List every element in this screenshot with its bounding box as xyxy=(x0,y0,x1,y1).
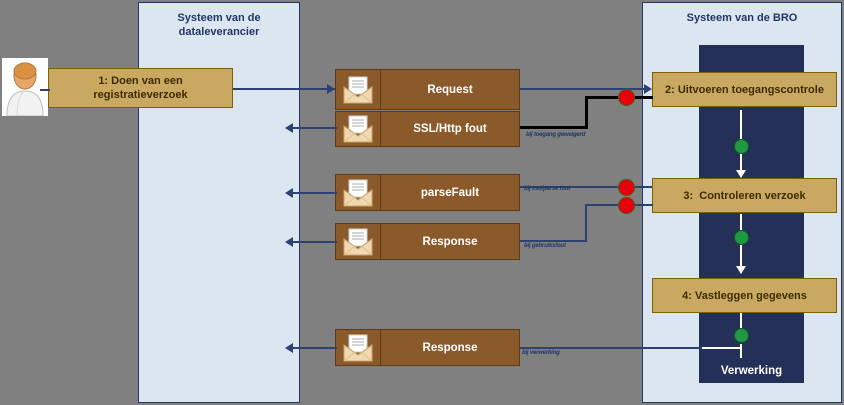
connector-response1-to-lane-arrow xyxy=(285,237,293,247)
connector-step3-to-response1-h2 xyxy=(520,240,587,242)
connector-response2-to-lane-arrow xyxy=(285,343,293,353)
verwerking-flow-line-1 xyxy=(740,110,742,155)
connector-parsefault-to-lane xyxy=(292,192,337,194)
connector-actor-to-step1 xyxy=(40,89,50,91)
annotation-toegang-geweigerd: bij toegang geweigerd xyxy=(526,132,586,138)
envelope-icon xyxy=(343,228,373,255)
annotation-gebruiksfout: bij gebruiksfout xyxy=(524,243,566,249)
verwerking-flow-arrow-1 xyxy=(736,170,746,178)
message-parsefault[interactable]: parseFault xyxy=(335,174,520,211)
verwerking-flow-arrow-2 xyxy=(736,266,746,274)
connector-response1-to-lane xyxy=(292,241,337,243)
decision-dot-parse xyxy=(618,179,635,196)
message-response-2[interactable]: Response xyxy=(335,329,520,366)
message-response-2-icon-wrap xyxy=(336,330,381,365)
flow-dot-green-1 xyxy=(734,139,749,154)
connector-ssl-to-lane xyxy=(292,127,337,129)
message-request-label: Request xyxy=(427,83,473,96)
annotation-verwerking: bij verwerking xyxy=(522,350,560,356)
process-step-1[interactable]: 1: Doen van een registratieverzoek xyxy=(48,68,233,108)
envelope-icon xyxy=(343,115,373,143)
message-ssl-http-fout[interactable]: SSL/Http fout xyxy=(335,111,520,147)
process-step-3-label: 3: Controleren verzoek xyxy=(683,189,806,202)
message-parsefault-icon-wrap xyxy=(336,175,381,210)
connector-step3-to-parsefault xyxy=(520,186,652,188)
verwerking-exit-line xyxy=(700,347,741,349)
process-step-1-label: 1: Doen van een registratieverzoek xyxy=(93,75,188,101)
flow-dot-green-2 xyxy=(734,230,749,245)
verwerking-flow-line-2 xyxy=(740,214,742,230)
connector-step3-to-response1-v xyxy=(585,204,587,241)
message-response-2-label: Response xyxy=(422,341,478,354)
connector-step1-to-request xyxy=(233,88,335,90)
decision-dot-toegang xyxy=(618,89,635,106)
lane-dataleverancier-label: Systeem van de dataleverancier xyxy=(177,12,261,38)
process-step-4-label: 4: Vastleggen gegevens xyxy=(682,289,807,302)
envelope-icon xyxy=(343,179,373,206)
connector-request-to-step2-arrow xyxy=(644,84,652,94)
connector-response2-to-lane xyxy=(292,347,337,349)
connector-step1-to-request-arrow xyxy=(327,84,335,94)
message-ssl-http-fout-icon-wrap xyxy=(336,112,381,146)
connector-request-to-step2 xyxy=(520,88,650,90)
process-step-4[interactable]: 4: Vastleggen gegevens xyxy=(652,278,837,313)
verwerking-flow-line-1b xyxy=(740,155,742,171)
message-request[interactable]: Request xyxy=(335,69,520,110)
process-step-2[interactable]: 2: Uitvoeren toegangscontrole xyxy=(652,72,837,107)
actor xyxy=(2,58,48,116)
verwerking-flow-line-2b xyxy=(740,245,742,267)
verwerking-flow-line-3 xyxy=(740,312,742,328)
message-response-1-icon-wrap xyxy=(336,224,381,259)
message-request-icon-wrap xyxy=(336,70,381,109)
message-ssl-http-fout-label: SSL/Http fout xyxy=(413,123,487,135)
process-step-2-label: 2: Uitvoeren toegangscontrole xyxy=(665,83,824,96)
verwerking-flow-line-3b xyxy=(740,344,742,358)
decision-dot-gebruik xyxy=(618,197,635,214)
lane-dataleverancier: Systeem van de dataleverancier xyxy=(138,2,300,403)
envelope-icon xyxy=(343,76,373,103)
envelope-icon xyxy=(343,334,373,361)
message-parsefault-label: parseFault xyxy=(420,186,480,199)
connector-ssl-to-lane-arrow xyxy=(285,123,293,133)
connector-step2-branch-v xyxy=(585,96,588,129)
actor-person-icon xyxy=(6,62,44,116)
verwerking-label: Verwerking xyxy=(720,365,783,377)
connector-step2-branch-h2 xyxy=(520,126,588,129)
message-response-1-label: Response xyxy=(422,235,478,248)
process-step-3[interactable]: 3: Controleren verzoek xyxy=(652,178,837,213)
connector-verwerking-to-response2 xyxy=(520,347,702,349)
flow-dot-green-3 xyxy=(734,328,749,343)
lane-bro-label: Systeem van de BRO xyxy=(686,12,798,24)
message-response-1[interactable]: Response xyxy=(335,223,520,260)
annotation-parse-fout: bij xsd/parse fout xyxy=(524,186,571,192)
connector-parsefault-to-lane-arrow xyxy=(285,188,293,198)
